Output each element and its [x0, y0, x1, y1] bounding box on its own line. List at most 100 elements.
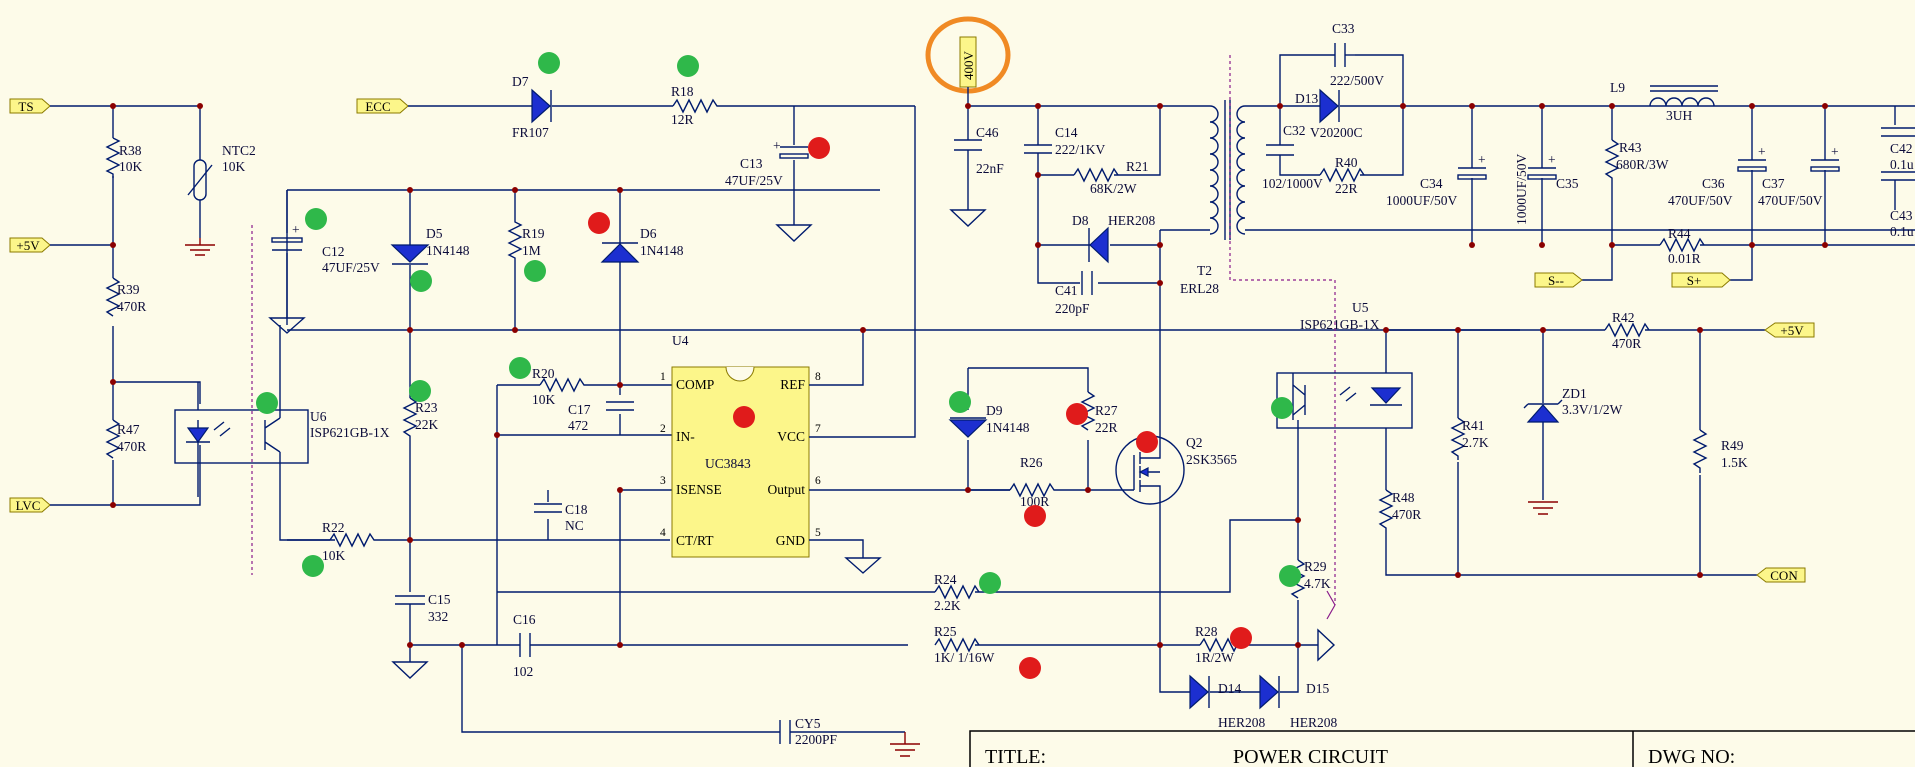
port-lvc[interactable]: LVC [9, 497, 51, 513]
resistor-r42[interactable] [1604, 322, 1650, 338]
capacitor-c32[interactable] [1266, 144, 1294, 156]
capacitor-c37[interactable]: + [1810, 144, 1840, 172]
resistor-r44[interactable] [1659, 237, 1705, 253]
r38-ref: R38 [119, 143, 142, 158]
resistor-r25[interactable] [934, 637, 980, 653]
port-5v-left[interactable]: +5V [9, 237, 51, 253]
diode-d9[interactable] [948, 417, 988, 438]
resistor-r41[interactable] [1450, 417, 1466, 460]
d14-ref: D14 [1218, 681, 1241, 696]
capacitor-c13[interactable]: + [773, 138, 809, 159]
svg-text:7: 7 [815, 423, 821, 435]
resistor-r38[interactable] [105, 137, 121, 178]
resistor-r27[interactable] [1080, 391, 1096, 431]
port-con[interactable]: CON [1756, 567, 1806, 583]
resistor-r47[interactable] [105, 419, 121, 459]
pin-gnd: GND [776, 533, 805, 548]
inductor-l9[interactable] [1649, 85, 1718, 107]
d5-ref: D5 [426, 226, 443, 241]
capacitor-c43[interactable] [1881, 171, 1915, 181]
diode-d5[interactable] [390, 244, 430, 265]
resistor-r48[interactable] [1378, 489, 1757, 576]
resistor-r24[interactable] [934, 584, 980, 600]
r21-value: 68K/2W [1090, 181, 1137, 196]
optocoupler-u6[interactable] [174, 409, 309, 464]
c34-value: 1000UF/50V [1386, 193, 1458, 208]
junction-dots [110, 103, 1828, 648]
c32-ref: C32 [1283, 123, 1306, 138]
diode-d15[interactable] [1259, 674, 1280, 710]
diode-d13[interactable] [1319, 88, 1340, 124]
port-5v-right[interactable]: +5V [1764, 322, 1815, 338]
capacitor-c17[interactable] [606, 401, 634, 411]
c34-ref: C34 [1420, 176, 1443, 191]
resistor-r39[interactable] [105, 277, 121, 317]
d6-ref: D6 [640, 226, 657, 241]
r41-ref: R41 [1462, 418, 1485, 433]
resistor-r43[interactable] [1604, 139, 1620, 182]
resistor-r26[interactable] [1009, 482, 1115, 498]
capacitor-c34[interactable]: + [1457, 152, 1487, 180]
capacitor-c15[interactable] [395, 595, 425, 605]
port-s-minus[interactable]: S-- [1534, 272, 1583, 288]
capacitor-c46[interactable] [954, 139, 982, 151]
c42-ref: C42 [1890, 141, 1913, 156]
resistor-r20[interactable] [539, 377, 588, 393]
q2-value: 2SK3565 [1186, 452, 1237, 467]
r49-ref: R49 [1721, 438, 1744, 453]
resistor-r49[interactable] [1692, 429, 1708, 473]
pin-vcc: VCC [777, 429, 805, 444]
port-ts[interactable]: TS [9, 98, 51, 114]
capacitor-c14[interactable] [1024, 144, 1052, 154]
resistor-r19[interactable] [507, 190, 523, 330]
resistor-r22[interactable] [329, 532, 380, 548]
r28-value: 1R/2W [1195, 650, 1234, 665]
r23-value: 22K [415, 417, 439, 432]
dwg-label: DWG NO: [1648, 746, 1735, 767]
optocoupler-u5[interactable] [1276, 372, 1413, 429]
diode-d6[interactable] [600, 242, 640, 263]
transformer-t2[interactable] [1160, 100, 1246, 240]
thermistor-ntc2[interactable] [193, 159, 207, 201]
r44-value: 0.01R [1668, 251, 1701, 266]
r39-ref: R39 [117, 282, 140, 297]
d9-ref: D9 [986, 403, 1003, 418]
c16-value: 102 [513, 664, 533, 679]
port-s-plus[interactable]: S+ [1671, 272, 1731, 288]
capacitor-c36[interactable]: + [1737, 144, 1767, 172]
l9-ref: L9 [1610, 80, 1625, 95]
c43-value: 0.1u [1890, 224, 1914, 239]
pin-in-minus: IN- [676, 429, 695, 444]
capacitor-c41[interactable] [1081, 271, 1093, 295]
svg-text:+: + [1478, 152, 1486, 167]
c15-value: 332 [428, 609, 448, 624]
r27-value: 22R [1095, 420, 1118, 435]
resistor-r18[interactable] [672, 98, 720, 114]
capacitor-c33[interactable] [1334, 43, 1346, 67]
capacitor-c16[interactable] [519, 633, 531, 657]
resistor-r21[interactable] [1073, 167, 1119, 183]
zener-zd1[interactable] [1523, 399, 1563, 423]
capacitor-c18[interactable] [534, 503, 562, 513]
port-lvc-label: LVC [16, 498, 41, 513]
capacitor-c35[interactable]: + [1527, 152, 1557, 180]
d6-value: 1N4148 [640, 243, 684, 258]
diode-d8[interactable] [1088, 226, 1109, 264]
r38-value: 10K [119, 159, 143, 174]
title-label: TITLE: [985, 746, 1046, 767]
c46-ref: C46 [976, 125, 999, 140]
r39-value: 470R [117, 299, 146, 314]
port-ecc[interactable]: ECC [356, 98, 409, 114]
c13-value: 47UF/25V [725, 173, 783, 188]
resistor-r40[interactable] [1319, 167, 1365, 183]
capacitor-c12[interactable]: + [271, 222, 303, 251]
capacitor-cy5[interactable] [779, 720, 791, 744]
capacitor-c42[interactable] [1881, 127, 1915, 137]
d9-value: 1N4148 [986, 420, 1030, 435]
resistor-r23[interactable] [402, 397, 418, 592]
diode-d7[interactable] [531, 88, 552, 124]
svg-text:2: 2 [660, 423, 666, 435]
diode-d14[interactable] [1189, 674, 1210, 710]
ic-u4[interactable] [671, 366, 810, 558]
c14-value: 222/1KV [1055, 142, 1106, 157]
